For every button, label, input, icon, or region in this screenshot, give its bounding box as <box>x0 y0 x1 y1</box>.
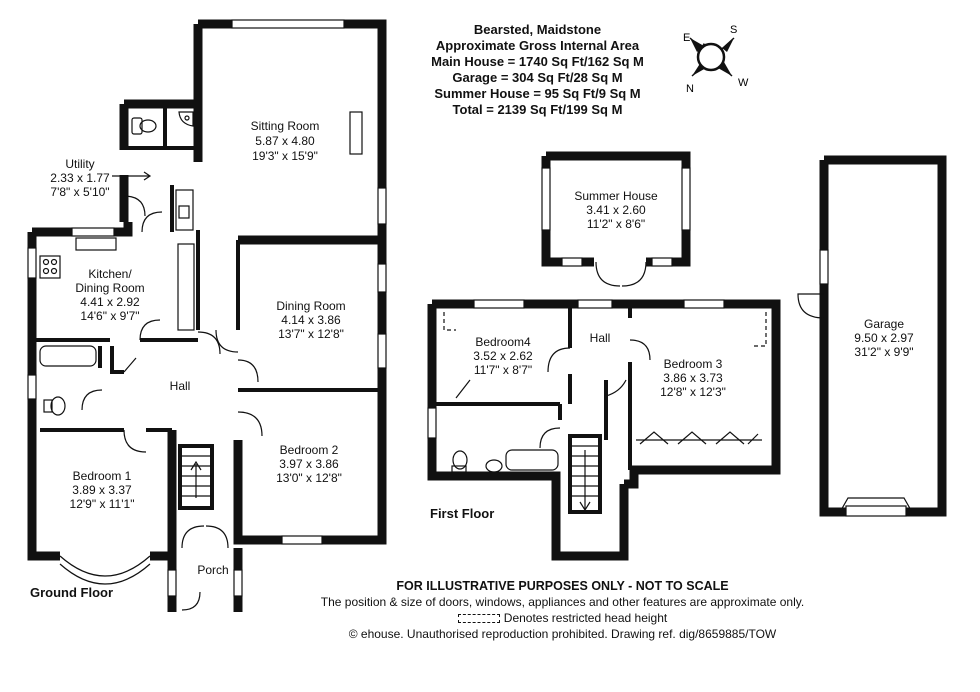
compass-e: E <box>683 32 690 44</box>
header-summer-house: Summer House = 95 Sq Ft/9 Sq M <box>434 86 641 101</box>
porch-name: Porch <box>197 563 228 577</box>
header-block: Bearsted, Maidstone Approximate Gross In… <box>405 22 670 118</box>
summer-house-name: Summer House <box>574 189 658 203</box>
first-hall-name: Hall <box>590 331 611 345</box>
bedroom2-imperial: 13'0" x 12'8" <box>276 471 342 485</box>
utility-metric: 2.33 x 1.77 <box>50 171 110 185</box>
kitchen-metric: 4.41 x 2.92 <box>80 295 140 309</box>
summer-house-plan <box>541 151 691 287</box>
footer-note: The position & size of doors, windows, a… <box>320 595 805 609</box>
dining-room-imperial: 13'7" x 12'8" <box>278 327 344 341</box>
dashed-line-icon <box>457 614 500 624</box>
bedroom3-metric: 3.86 x 3.73 <box>663 371 723 385</box>
garage-metric: 9.50 x 2.97 <box>854 331 914 345</box>
sitting-room-metric: 5.87 x 4.80 <box>255 134 315 148</box>
kitchen-name-line2: Dining Room <box>75 281 144 295</box>
compass-s: S <box>730 24 737 36</box>
summer-house-imperial: 11'2" x 8'6" <box>587 217 645 231</box>
compass-icon: E S N W <box>683 24 749 95</box>
compass-n: N <box>686 83 694 95</box>
dining-room-name: Dining Room <box>276 299 345 313</box>
bedroom1-imperial: 12'9" x 11'1" <box>70 497 135 511</box>
ground-floor <box>27 19 387 612</box>
kitchen-name: Kitchen/ <box>88 267 132 281</box>
kitchen-imperial: 14'6" x 9'7" <box>80 309 139 323</box>
utility-imperial: 7'8" x 5'10" <box>50 185 109 199</box>
bedroom2-name: Bedroom 2 <box>280 443 339 457</box>
sitting-room-imperial: 19'3" x 15'9" <box>252 149 318 163</box>
ground-floor-label: Ground Floor <box>30 585 113 600</box>
bedroom3-imperial: 12'8" x 12'3" <box>660 385 726 399</box>
header-garage: Garage = 304 Sq Ft/28 Sq M <box>452 70 623 85</box>
footer-copyright: © ehouse. Unauthorised reproduction proh… <box>348 627 777 641</box>
footer: FOR ILLUSTRATIVE PURPOSES ONLY - NOT TO … <box>290 578 835 642</box>
header-location: Bearsted, Maidstone <box>473 22 602 37</box>
garage-imperial: 31'2" x 9'9" <box>854 345 913 359</box>
dining-room-metric: 4.14 x 3.86 <box>281 313 341 327</box>
footer-restricted-key: Denotes restricted head height <box>290 610 835 626</box>
first-floor <box>427 299 781 561</box>
compass-w: W <box>738 77 749 89</box>
footer-restricted: Denotes restricted head height <box>503 611 668 625</box>
header-gia: Approximate Gross Internal Area <box>435 38 640 53</box>
bedroom3-name: Bedroom 3 <box>664 357 723 371</box>
header-total: Total = 2139 Sq Ft/199 Sq M <box>452 102 623 117</box>
bedroom4-metric: 3.52 x 2.62 <box>473 349 533 363</box>
bedroom4-name: Bedroom4 <box>475 335 531 349</box>
bedroom4-imperial: 11'7" x 8'7" <box>474 363 532 377</box>
utility-name: Utility <box>65 157 94 171</box>
footer-disclaimer: FOR ILLUSTRATIVE PURPOSES ONLY - NOT TO … <box>396 579 729 593</box>
garage-name: Garage <box>864 317 904 331</box>
bedroom2-metric: 3.97 x 3.86 <box>279 457 339 471</box>
first-floor-label: First Floor <box>430 506 494 521</box>
bedroom1-metric: 3.89 x 3.37 <box>72 483 132 497</box>
garage-plan <box>797 155 947 517</box>
bedroom1-name: Bedroom 1 <box>73 469 132 483</box>
ground-hall-name: Hall <box>170 379 191 393</box>
sitting-room-name: Sitting Room <box>251 119 320 133</box>
header-main-house: Main House = 1740 Sq Ft/162 Sq M <box>431 54 644 69</box>
summer-house-metric: 3.41 x 2.60 <box>586 203 646 217</box>
